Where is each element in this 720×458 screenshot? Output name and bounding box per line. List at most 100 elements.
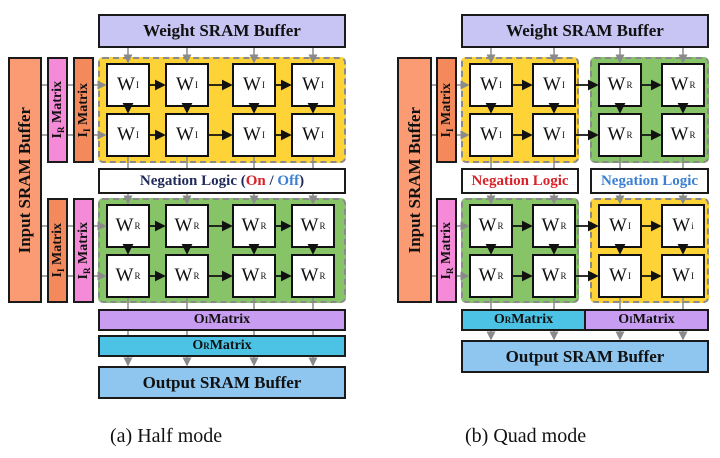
panel-b-top-input-matrix-base: I <box>438 131 454 138</box>
panel-a-top-input-matrix-ir: IR Matrix <box>47 57 68 163</box>
panel-a-input-sram-buffer: Input SRAM Buffer <box>8 57 42 303</box>
panel-a-weight-sram-buffer-label: Weight SRAM Buffer <box>143 21 301 40</box>
panel-b-bottom-pe-cell-subscript: R <box>560 271 567 281</box>
panel-a-bottom-pe-cell-base: W <box>241 215 260 236</box>
panel-a-bottom-pe-cell-subscript: R <box>193 271 200 281</box>
panel-b-top-pe-cell-subscript: R <box>626 130 633 140</box>
panel-b-output-matrix-base: O <box>493 312 505 327</box>
panel-a-bottom-input-matrix-label: Matrix <box>49 223 65 269</box>
panel-a-top-pe-cell-base: W <box>117 74 135 95</box>
panel-a-bottom-pe-cell-base: W <box>241 265 260 286</box>
panel-a-output-matrix-base: O <box>193 312 205 327</box>
panel-b-top-pe-cell-subscript: I <box>498 130 502 140</box>
panel-a-top-pe-cell-subscript: I <box>261 80 265 90</box>
panel-b-top-pe-cell-base: W <box>607 124 626 145</box>
panel-b-top-input-matrix-label: II Matrix <box>439 83 455 137</box>
panel-b-top-pe-cell-base: W <box>543 124 561 145</box>
panel-b-bottom-input-matrix-ir: IR Matrix <box>436 198 457 303</box>
panel-a-bottom-input-matrix-label: Matrix <box>75 221 91 268</box>
panel-a-top-pe-cell-base: W <box>302 124 320 145</box>
panel-b-top-pe-cell-base: W <box>670 124 689 145</box>
panel-a-bottom-pe-cell-base: W <box>300 265 319 286</box>
panel-b-output-matrix-subscript: R <box>504 315 512 325</box>
panel-b-output-matrix-base: O <box>618 312 630 327</box>
panel-a-top-input-matrix-label: Matrix <box>75 82 91 129</box>
panel-a-top-input-matrix-label: Matrix <box>49 81 65 127</box>
panel-b-bottom-input-matrix-subscript: R <box>444 267 455 274</box>
panel-a-output-matrix-base: O <box>192 338 204 353</box>
panel-a-bottom-pe-cell-subscript: R <box>134 271 141 281</box>
panel-a-negation-logic-text: / <box>265 172 278 189</box>
panel-a-bottom-pe-cell-base: W <box>300 215 319 236</box>
panel-b-output-matrix-label: Matrix <box>632 312 675 327</box>
panel-a-top-pe-cell-subscript: I <box>261 130 265 140</box>
panel-b-top-input-matrix-subscript: I <box>444 128 455 132</box>
panel-a-bottom-pe-cell-base: W <box>115 265 134 286</box>
panel-b-bottom-input-matrix-label: IR Matrix <box>439 222 455 279</box>
panel-b-negation-logic-text: Negation Logic <box>600 172 699 189</box>
panel-b-top-pe-cell-subscript: I <box>561 80 565 90</box>
panel-b-weight-sram-buffer: Weight SRAM Buffer <box>461 14 709 48</box>
panel-a-output-matrix-subscript: I <box>204 315 209 325</box>
panel-a-bottom-pe-cell-subscript: R <box>260 221 267 231</box>
panel-b-top-pe-cell-base: W <box>543 74 561 95</box>
panel-a-top-pe-cell-base: W <box>176 74 194 95</box>
panel-b-bottom-pe-cell-subscript: I <box>627 221 631 231</box>
panel-a-top-input-matrix-ii: II Matrix <box>73 57 94 163</box>
panel-a-input-sram-buffer-label: Input SRAM Buffer <box>15 106 34 254</box>
panel-b-bottom-pe-cell-base: W <box>478 215 497 236</box>
panel-a-negation-logic-text: Negation Logic ( <box>139 172 246 189</box>
panel-b-bottom-input-matrix-base: I <box>438 273 454 280</box>
panel-a-bottom-input-matrix-ii: II Matrix <box>47 198 68 303</box>
panel-b-bottom-pe-cell-subscript: i <box>691 221 694 231</box>
panel-b-top-pe-cell-subscript: R <box>626 80 633 90</box>
panel-a-top-pe-cell-subscript: I <box>135 80 139 90</box>
panel-b-bottom-pe-cell-base: W <box>541 215 560 236</box>
panel-a-bottom-input-matrix-label: IR Matrix <box>76 222 92 279</box>
panel-b-top-pe-cell-base: W <box>670 74 689 95</box>
panel-b-weight-sram-buffer-label: Weight SRAM Buffer <box>506 21 664 40</box>
panel-b-negation-logic: Negation Logic <box>590 168 709 194</box>
panel-a-top-pe-cell-subscript: I <box>320 130 324 140</box>
panel-b-bottom-pe-cell-base: W <box>672 265 690 286</box>
panel-b-output-matrix-label: Matrix <box>511 312 554 327</box>
panel-b-top-pe-cell-subscript: R <box>689 130 696 140</box>
panel-a-top-pe-cell-base: W <box>243 124 261 145</box>
panel-a-bottom-input-matrix-ir: IR Matrix <box>73 198 94 303</box>
panel-a-top-pe-cell-subscript: I <box>194 130 198 140</box>
panel-a-output-matrix-label: Matrix <box>209 338 252 353</box>
panel-a-bottom-pe-cell-subscript: R <box>319 271 326 281</box>
panel-b-top-pe-cell-base: W <box>607 74 626 95</box>
panel-a-weight-sram-buffer: Weight SRAM Buffer <box>98 14 346 48</box>
panel-b-bottom-pe-cell-subscript: I <box>690 271 694 281</box>
panel-b-negation-logic: Negation Logic <box>461 168 579 194</box>
panel-b-top-pe-cell-base: W <box>480 74 498 95</box>
panel-b-bottom-pe-cell-base: W <box>478 265 497 286</box>
panel-a-top-pe-cell-base: W <box>302 74 320 95</box>
panel-a-bottom-pe-cell-base: W <box>115 215 134 236</box>
panel-a-bottom-pe-cell-base: W <box>174 265 193 286</box>
